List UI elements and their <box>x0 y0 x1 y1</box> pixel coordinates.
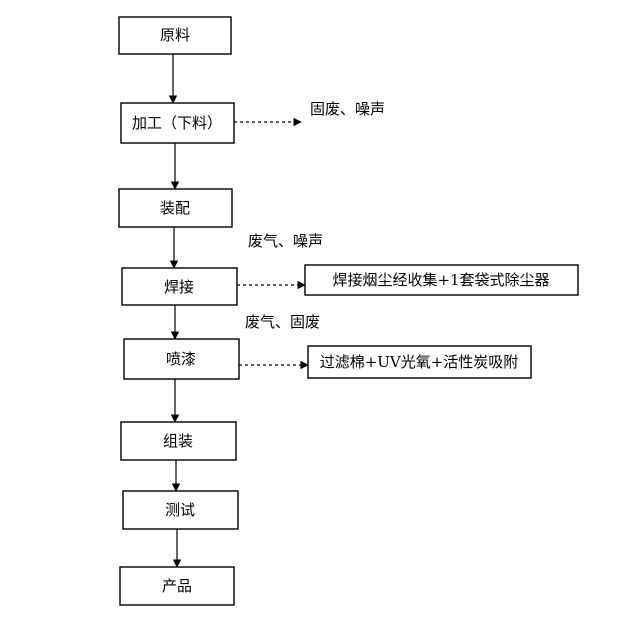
assembly-emission-note: 废气、噪声 <box>248 232 323 250</box>
step-painting-label: 喷漆 <box>166 350 196 368</box>
step-assembly-label: 装配 <box>160 199 190 217</box>
step-raw-material-label: 原料 <box>160 26 190 44</box>
step-painting: 喷漆 <box>123 338 240 380</box>
step-processing-label: 加工（下料） <box>132 114 222 132</box>
painting-treatment-label: 过滤棉+UV光氧+活性炭吸附 <box>320 353 519 371</box>
step-testing-label: 测试 <box>165 501 195 519</box>
processing-emission-note: 固废、噪声 <box>310 100 385 118</box>
welding-treatment-box: 焊接烟尘经收集+1套袋式除尘器 <box>304 264 579 296</box>
step-final-assembly-label: 组装 <box>163 432 193 450</box>
step-product: 产品 <box>119 566 235 606</box>
step-assembly: 装配 <box>118 188 233 228</box>
step-final-assembly: 组装 <box>120 421 237 461</box>
step-welding: 焊接 <box>121 267 238 306</box>
step-product-label: 产品 <box>162 577 192 595</box>
step-testing: 测试 <box>122 490 239 530</box>
welding-emission-note: 废气、固废 <box>245 313 320 331</box>
step-processing: 加工（下料） <box>120 102 235 144</box>
welding-treatment-label: 焊接烟尘经收集+1套袋式除尘器 <box>332 271 549 289</box>
painting-treatment-box: 过滤棉+UV光氧+活性炭吸附 <box>307 345 532 379</box>
step-raw-material: 原料 <box>118 16 232 55</box>
step-welding-label: 焊接 <box>164 278 194 296</box>
